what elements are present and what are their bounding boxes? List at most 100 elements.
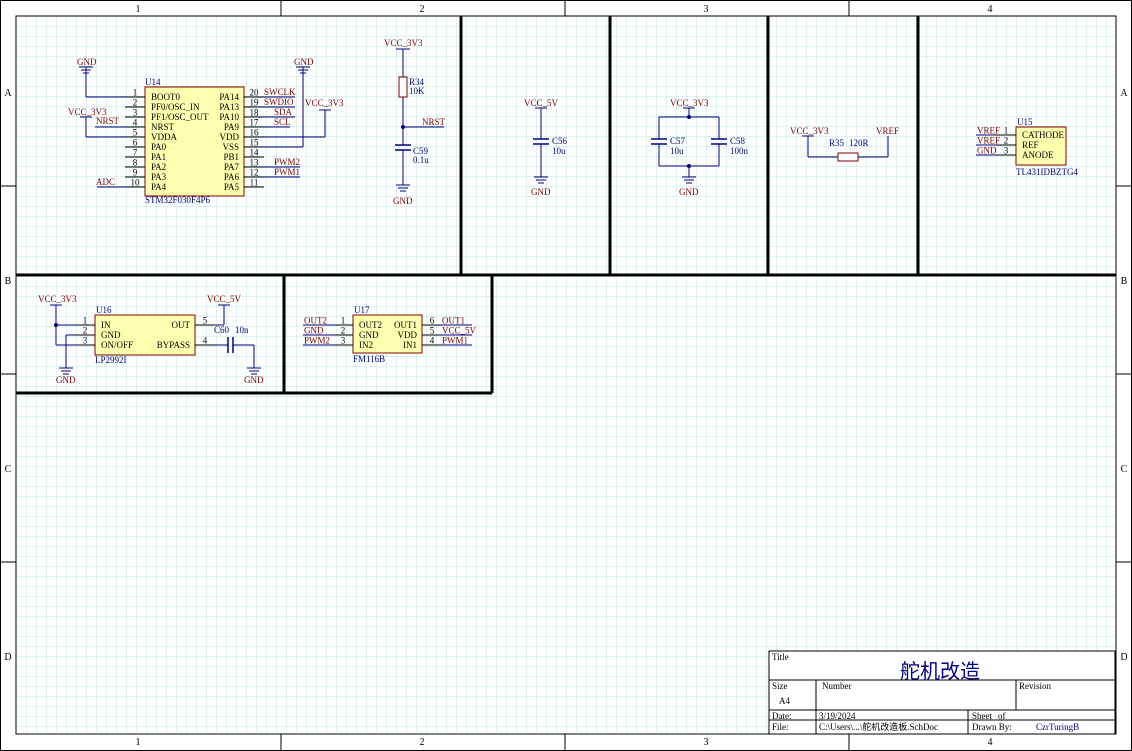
u15-pin-name: ANODE <box>1022 150 1054 160</box>
c59-designator: C59 <box>413 146 429 156</box>
zone-row-d-left: D <box>4 652 11 663</box>
c60-designator: C60 <box>214 325 230 335</box>
c57-c58-gnd-label: GND <box>679 187 699 197</box>
u14-pin-number: 3 <box>133 108 138 118</box>
u14-vcc-left-wire <box>80 116 125 138</box>
u16-pin-number: 5 <box>203 316 208 326</box>
u14-pin-name: PF0/OSC_IN <box>151 102 200 112</box>
u16-vcc-out-label: VCC_5V <box>207 294 242 304</box>
c60-value: 10n <box>235 325 249 335</box>
date-value: 3/19/2024 <box>819 711 856 721</box>
file-label: File: <box>772 722 789 732</box>
u14-pin-name: PA13 <box>219 102 239 112</box>
u14-pin-number: 18 <box>250 108 260 118</box>
u14-pin-number: 2 <box>133 98 138 108</box>
u17-net-label: OUT1 <box>442 316 465 326</box>
zone-row-c-right: C <box>1121 464 1128 475</box>
c56-value: 10u <box>552 146 566 156</box>
u15-pin-name: CATHODE <box>1022 130 1065 140</box>
u14-pin-number: 13 <box>250 158 260 168</box>
drawn-value: CzrTuringB <box>1036 722 1079 732</box>
u14-part: STM32F030F4P6 <box>145 195 211 205</box>
u16-designator: U16 <box>96 305 112 315</box>
u14-pin-number: 4 <box>133 118 138 128</box>
c56-circuit: VCC_5V C56 10u GND <box>524 98 568 197</box>
c56-gnd-label: GND <box>531 187 551 197</box>
r34-value: 10K <box>409 86 425 96</box>
u14-pin-name: VDDA <box>151 132 177 142</box>
zone-row-a-left: A <box>4 88 12 99</box>
u14-vcc-left-label: VCC_3V3 <box>68 107 107 117</box>
size-value: A4 <box>779 696 790 706</box>
u17-pin-number: 5 <box>430 326 435 336</box>
u16-pin-name: ON/OFF <box>101 340 133 350</box>
u17-pin-number: 2 <box>341 326 346 336</box>
u16-body <box>94 314 196 356</box>
u17-pin-name: OUT1 <box>394 320 417 330</box>
u17-pin-name: OUT2 <box>359 320 382 330</box>
u14-pin-number: 6 <box>133 138 138 148</box>
u14-pin-number: 20 <box>250 88 260 98</box>
zone-col-1-bottom: 1 <box>136 737 141 748</box>
reset-junction <box>401 125 405 129</box>
zone-col-4-bottom: 4 <box>988 737 993 748</box>
r35-vref-label: VREF <box>876 126 899 136</box>
zone-row-b-left: B <box>5 276 12 287</box>
u14-pin-name: PA3 <box>151 172 167 182</box>
zone-row-b-right: B <box>1121 276 1128 287</box>
u14-pin-name: NRST <box>151 122 175 132</box>
r34-resistor <box>398 76 408 98</box>
u14-swclk-label: SWCLK <box>264 87 296 97</box>
u16-pin-number: 2 <box>83 326 88 336</box>
u14-pin-name: PA2 <box>151 162 166 172</box>
u14-pin-number: 10 <box>131 178 141 188</box>
u16-pin-name: BYPASS <box>157 340 190 350</box>
u14-pin-name: PA5 <box>224 182 240 192</box>
u14-pin-number: 19 <box>250 98 260 108</box>
u14-pin-number: 14 <box>250 148 260 158</box>
u14-pin-name: PA4 <box>151 182 167 192</box>
u14-pwm2-label: PWM2 <box>274 157 300 167</box>
u14-pin-name: PF1/OSC_OUT <box>151 112 209 122</box>
u14-pin-number: 8 <box>133 158 138 168</box>
c57-c58-circuit: VCC_3V3 C57 10u C58 100n GND <box>651 98 749 197</box>
u17-pin-name: GND <box>359 330 379 340</box>
u15-pin-name: REF <box>1022 140 1039 150</box>
u17-designator: U17 <box>354 305 370 315</box>
u17-body <box>352 314 423 354</box>
u15-designator: U15 <box>1017 117 1033 127</box>
u16-pin-number: 4 <box>203 336 208 346</box>
u17-pin-number: 4 <box>430 336 435 346</box>
file-value: C:\Users\...\舵机改造板.SchDoc <box>819 721 938 732</box>
drawn-label: Drawn By: <box>972 722 1012 732</box>
u14-gnd-right-label: GND <box>294 57 314 67</box>
r34-designator: R34 <box>409 77 425 87</box>
of-label: of <box>998 711 1006 721</box>
u14-pin-name: PA7 <box>224 162 240 172</box>
u16-pin-number: 1 <box>83 316 88 326</box>
zone-col-2-top: 2 <box>420 4 425 15</box>
zone-labels: 1 2 3 4 1 2 3 4 A B C D A B C D <box>4 4 1128 748</box>
r35-vcc-label: VCC_3V3 <box>790 126 829 136</box>
u14-pin-name: PB1 <box>223 152 239 162</box>
u14-right-pins: 20PA1419PA1318PA1017PA916VDD15VSS14PB113… <box>219 88 264 192</box>
u14-vcc-right-label: VCC_3V3 <box>305 98 344 108</box>
zone-col-4-top: 4 <box>988 4 993 15</box>
c56-designator: C56 <box>552 136 568 146</box>
u15-net-label: VREF <box>977 126 1000 136</box>
u14-gnd-left-label: GND <box>77 57 97 67</box>
u16-pin-name: IN <box>101 320 111 330</box>
u14-pin-number: 17 <box>250 118 260 128</box>
u16-gnd-right-label: GND <box>244 375 264 385</box>
c57-vcc-label: VCC_3V3 <box>670 98 709 108</box>
r35-designator: R35 <box>829 138 845 148</box>
u14-nrst-label: NRST <box>96 116 120 126</box>
section-dividers <box>16 16 1116 395</box>
r35-circuit: VCC_3V3 R35 120R VREF <box>790 126 899 162</box>
u14-pin-name: BOOT0 <box>151 92 180 102</box>
